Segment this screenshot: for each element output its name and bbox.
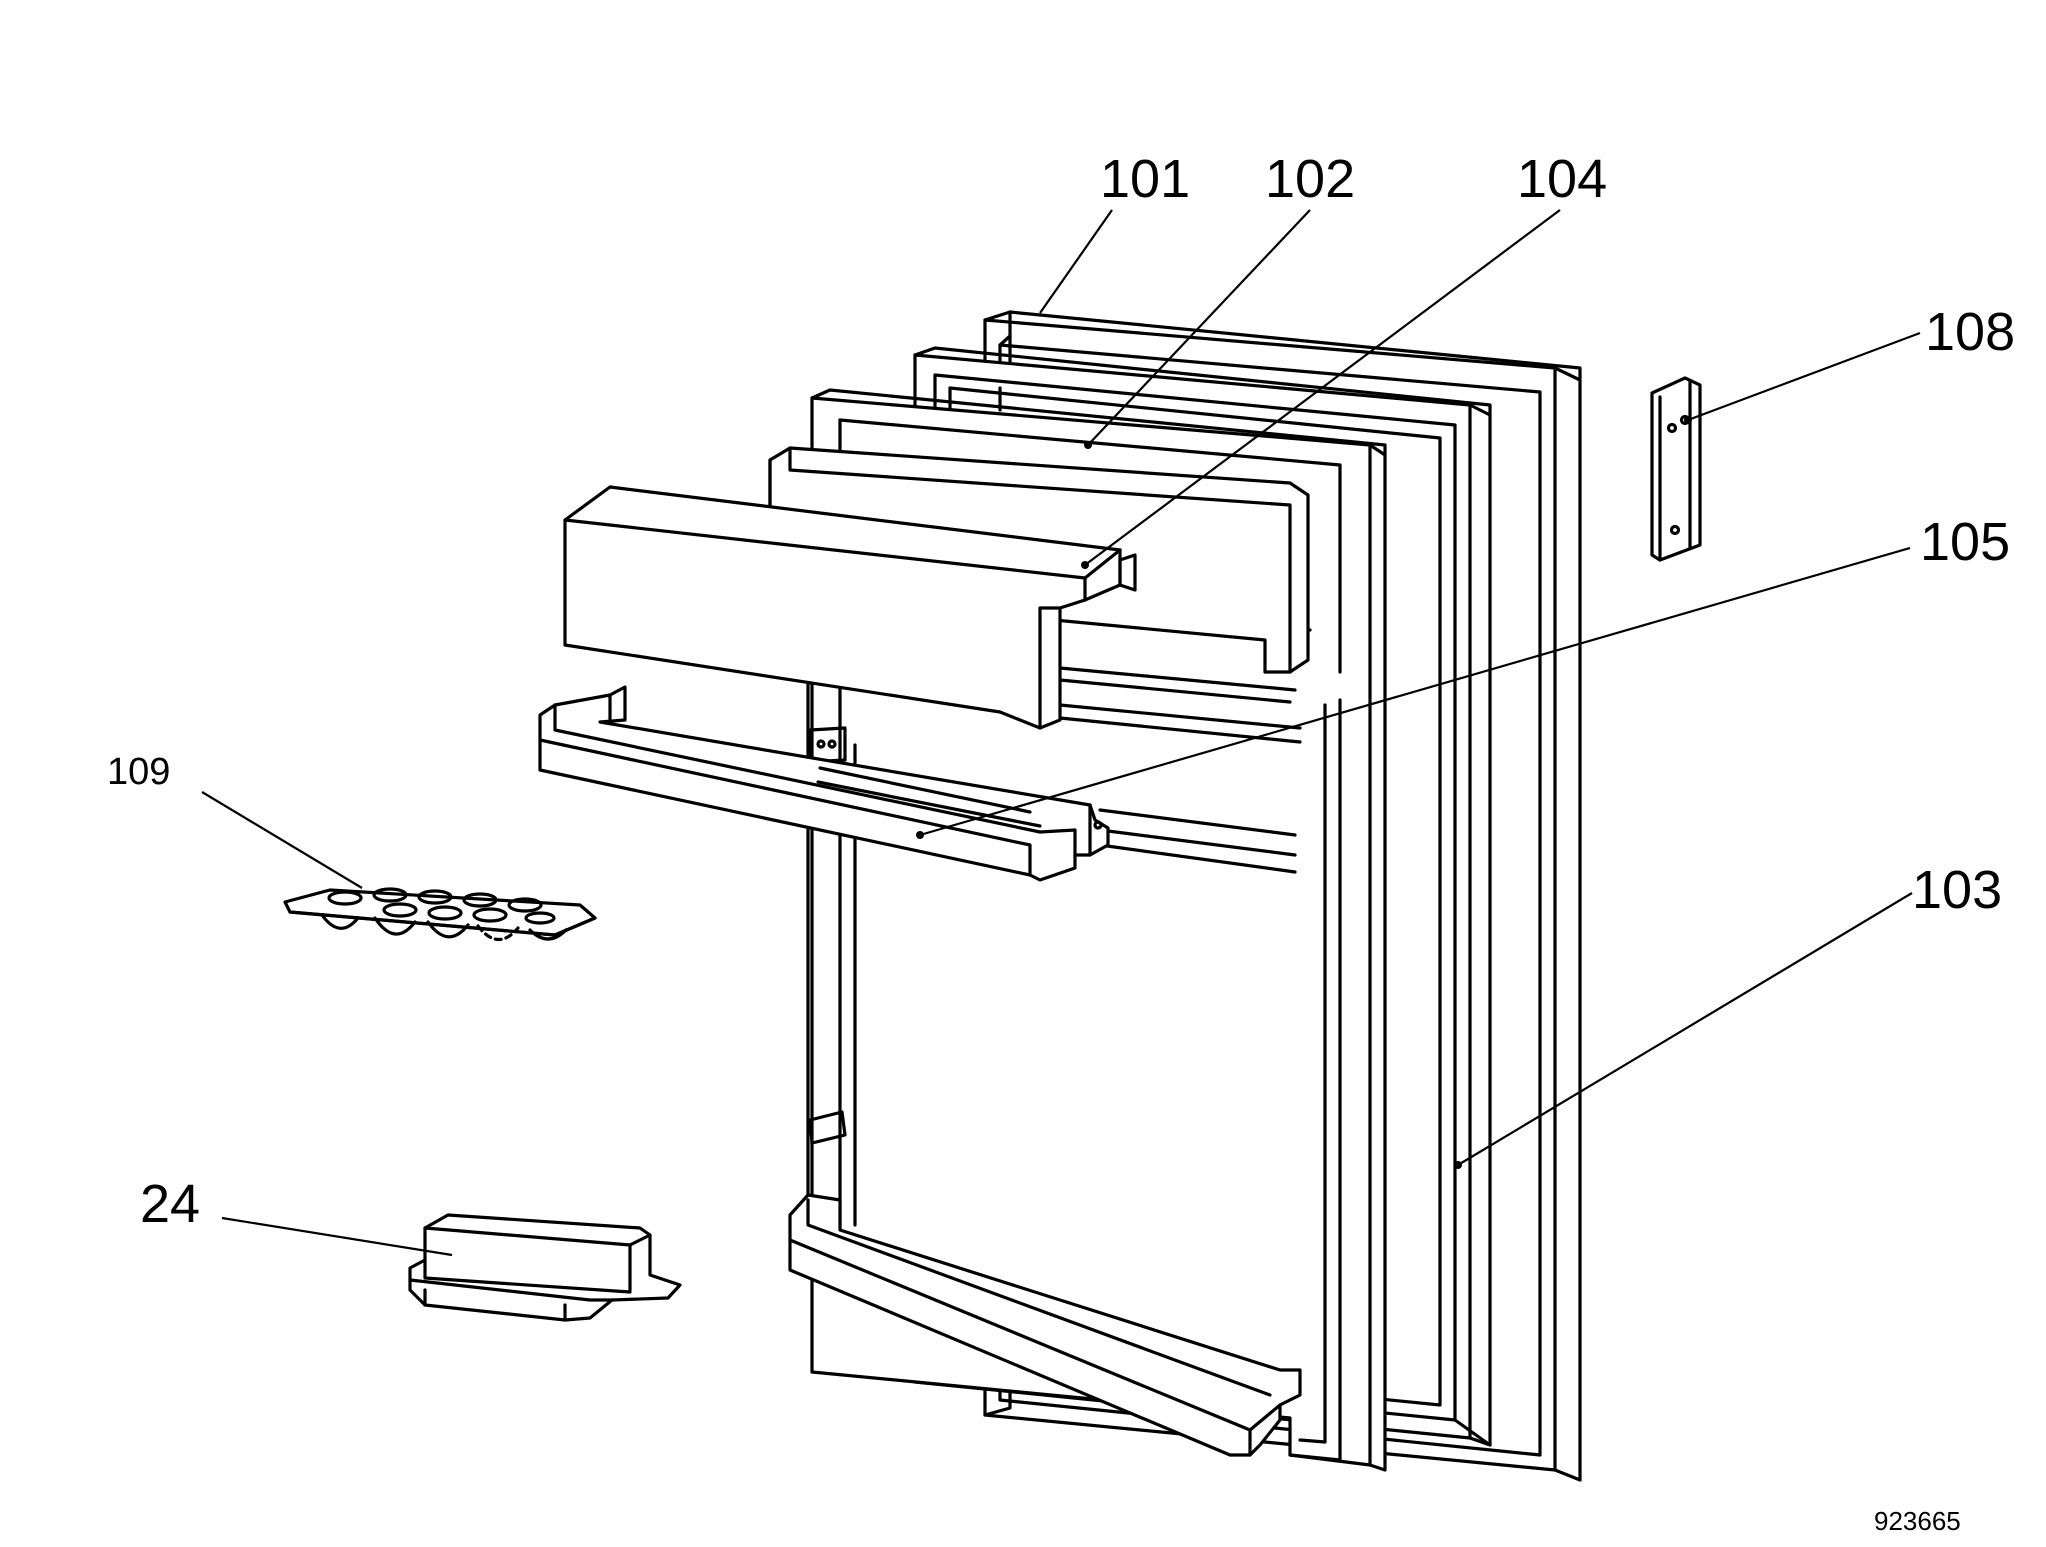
part-24-butter-dish: [408, 1213, 682, 1322]
callout-24: 24: [140, 1174, 200, 1234]
leader-lines: [201, 209, 1921, 1257]
callout-105: 105: [1920, 512, 2010, 572]
callout-109: 109: [107, 751, 170, 793]
callout-labels: 101 102 104 108 105 109 103 24 923665: [107, 149, 2015, 1536]
part-108-hinge-bracket: [1650, 376, 1702, 562]
leader-103: [1457, 892, 1913, 1166]
leader-105: [919, 546, 1911, 837]
part-105-lower-door-shelf: [538, 685, 1110, 882]
leader-109: [201, 791, 363, 889]
callout-103: 103: [1912, 860, 2002, 920]
callout-108: 108: [1925, 302, 2015, 362]
leader-102: [1087, 209, 1311, 446]
leader-104: [1084, 209, 1561, 566]
drawing-number: 923665: [1874, 1506, 1961, 1536]
leader-108: [1687, 331, 1921, 422]
callout-101: 101: [1100, 149, 1190, 209]
leader-24: [221, 1216, 453, 1257]
part-109-egg-tray: [283, 887, 597, 942]
part-104-top-door-shelf: [563, 446, 1310, 730]
leader-101: [1039, 209, 1113, 314]
callout-102: 102: [1265, 149, 1355, 209]
callout-104: 104: [1517, 149, 1607, 209]
